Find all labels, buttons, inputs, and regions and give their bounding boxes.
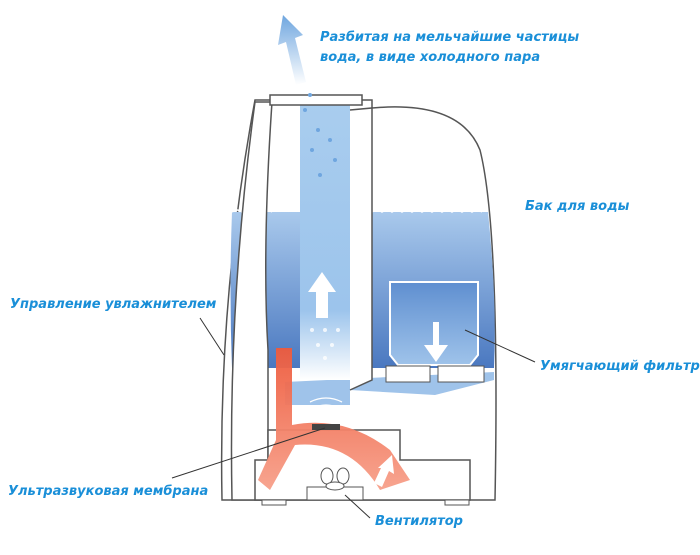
- leader-filter: [464, 329, 536, 363]
- ultrasonic-membrane: [312, 424, 340, 430]
- label-vapor-line2: вода, в виде холодного пара: [320, 50, 541, 65]
- up-arrow-right-icon: [374, 455, 394, 487]
- leader-membrane: [171, 427, 326, 479]
- air-flow: [258, 348, 410, 490]
- control-panel: [230, 101, 273, 501]
- up-arrow-icon: [308, 272, 336, 318]
- steam-arrow-icon: [278, 15, 306, 85]
- label-ultrasonic-membrane: Ультразвуковая мембрана: [8, 484, 209, 499]
- filter-teeth: [385, 365, 485, 383]
- leader-control: [199, 317, 225, 356]
- label-vapor-line1: Разбитая на мельчайшие частицы: [320, 30, 580, 45]
- fan-icon: [320, 467, 350, 491]
- top-outlet: [269, 94, 363, 106]
- foot-right: [444, 499, 470, 506]
- foot-left: [261, 499, 287, 506]
- leader-lines: [171, 317, 536, 519]
- label-control: Управление увлажнителем: [10, 297, 217, 312]
- up-arrow-left-icon: [290, 452, 310, 488]
- label-vapor: Разбитая на мельчайшие частицы вода, в в…: [320, 28, 579, 68]
- leader-fan: [344, 494, 371, 519]
- vibration-waves-icon: [309, 397, 343, 415]
- label-softening-filter: Умягчающий фильтр: [540, 359, 700, 374]
- down-arrow-icon: [424, 322, 448, 362]
- mist-dots: [310, 328, 340, 360]
- label-fan: Вентилятор: [375, 514, 463, 529]
- label-water-tank: Бак для воды: [525, 199, 630, 214]
- mist-column: [300, 100, 350, 380]
